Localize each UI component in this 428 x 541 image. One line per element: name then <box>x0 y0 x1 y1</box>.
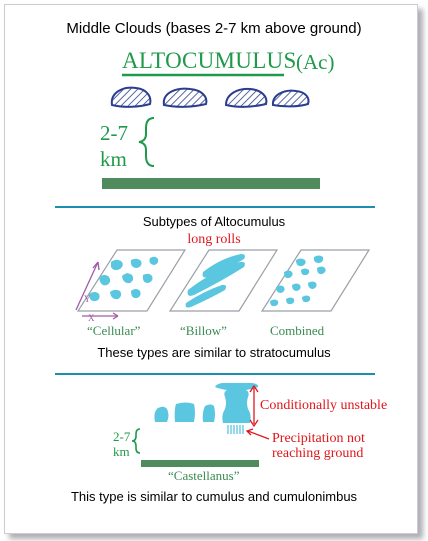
cloud-cell <box>111 259 123 271</box>
cloud-cell <box>131 289 141 299</box>
axis-x-label: X <box>88 313 95 323</box>
cloud-cell <box>296 258 306 267</box>
billow-roll <box>202 254 245 278</box>
precipitation-pointer <box>245 428 270 440</box>
subtype-label-cellular: “Cellular” <box>87 323 141 338</box>
axis-indicator <box>75 261 119 320</box>
altocumulus-cloud <box>162 87 208 108</box>
y-axis-arrow <box>75 261 99 311</box>
ground-bar-bottom <box>141 460 259 467</box>
precipitation-label-line1: Precipitation not <box>272 431 365 446</box>
subtype-label-billow: “Billow” <box>180 323 227 338</box>
cloud-cell <box>110 289 122 300</box>
subtype-panel-outline <box>260 249 371 312</box>
x-arrowhead <box>112 312 119 320</box>
altocumulus-cloud-row <box>110 86 310 108</box>
slide-title: Middle Clouds (bases 2-7 km above ground… <box>66 20 362 37</box>
cloud-cell <box>302 295 311 303</box>
castellanus-height-unit: km <box>113 444 130 459</box>
castellanus-turret <box>174 402 195 422</box>
cloud-cell <box>284 270 293 279</box>
subtype-cellular <box>76 249 187 312</box>
precipitation-label-line2: reaching ground <box>272 446 364 461</box>
height-range-label: 2-7 <box>100 121 128 145</box>
altocumulus-cloud <box>224 87 268 108</box>
height-unit-label: km <box>100 147 127 171</box>
instability-arrow <box>249 384 259 428</box>
cloud-cell <box>276 285 285 293</box>
cloud-cell <box>317 266 326 275</box>
ground-bar-top <box>102 178 320 189</box>
cumulus-caption: This type is similar to cumulus and cumu… <box>70 489 358 504</box>
cloud-cell <box>122 273 134 284</box>
subtype-panel-outline <box>168 249 279 312</box>
castellanus-turret <box>202 404 215 422</box>
cloud-cell <box>292 283 301 291</box>
subtype-label-combined: Combined <box>270 323 325 338</box>
cloud-cell <box>308 281 317 289</box>
unstable-label: Conditionally unstable <box>260 398 388 413</box>
altocumulus-cloud <box>110 86 152 108</box>
cloud-cell <box>130 258 142 268</box>
stratocumulus-caption: These types are similar to stratocumulus <box>97 345 331 360</box>
billow-roll <box>185 284 226 308</box>
cloud-cell <box>149 256 159 265</box>
subtype-panel-outline <box>76 249 187 312</box>
subtypes-heading: Subtypes of Altocumulus <box>142 214 286 229</box>
cloud-cell <box>270 299 279 307</box>
cloud-abbreviation: (Ac) <box>296 50 335 74</box>
altocumulus-cloud <box>271 89 310 108</box>
precipitation-streaks <box>227 425 244 434</box>
cloud-cell <box>313 255 324 263</box>
castellanus-clouds <box>154 383 259 434</box>
cloud-name: ALTOCUMULUS <box>122 48 297 73</box>
y-arrowhead <box>92 261 100 271</box>
cloud-cell <box>286 297 295 305</box>
billow-roll <box>187 261 245 296</box>
cloud-cell <box>142 273 153 283</box>
cloud-cell <box>301 268 310 276</box>
subtype-combined <box>260 249 371 312</box>
height-brace-bottom <box>131 428 141 454</box>
castellanus-label: “Castellanus” <box>168 468 240 483</box>
castellanus-tower <box>215 383 259 423</box>
subtype-billow <box>168 249 279 312</box>
long-rolls-label: long rolls <box>187 232 241 247</box>
castellanus-height-label: 2-7 <box>113 429 131 444</box>
cloud-cell <box>99 275 111 286</box>
cloud-cell <box>89 292 100 302</box>
axis-y-label: Y <box>84 294 91 304</box>
castellanus-turret <box>154 406 169 422</box>
height-brace-top <box>138 117 155 167</box>
